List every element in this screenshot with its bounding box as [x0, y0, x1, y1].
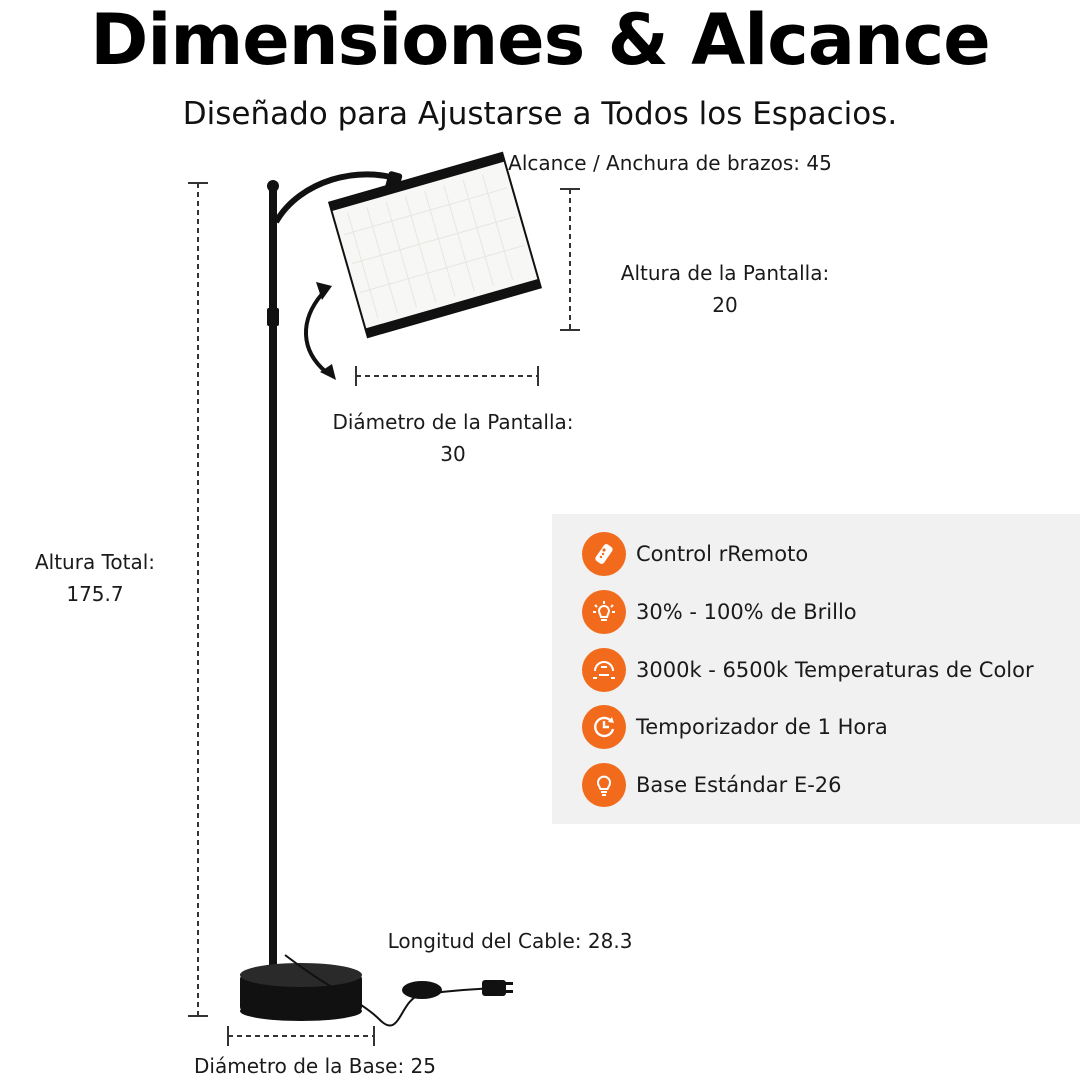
- color-temperature-icon: [582, 648, 626, 692]
- shade-diameter-label-text: Diámetro de la Pantalla:: [332, 410, 574, 434]
- brightness-icon: [582, 590, 626, 634]
- base-diameter-dimension-line: [227, 1026, 375, 1046]
- power-plug: [482, 980, 513, 996]
- timer-icon: [582, 705, 626, 749]
- total-height-dimension-line: [188, 182, 208, 1017]
- feature-label: Base Estándar E-26: [636, 773, 842, 797]
- page-title: Dimensiones & Alcance: [90, 0, 991, 81]
- shade-diameter-value: 30: [440, 442, 466, 466]
- lamp-arm: [273, 171, 402, 224]
- power-cable: [284, 954, 491, 1027]
- total-height-value: 175.7: [66, 582, 124, 606]
- total-height-label-text: Altura Total:: [34, 550, 156, 574]
- feature-item-color-temperature: 3000k - 6500k Temperaturas de Color: [582, 647, 1034, 693]
- base-diameter-label: Diámetro de la Base: 25: [194, 1054, 436, 1078]
- shade-diameter-label: Diámetro de la Pantalla: 30: [318, 407, 588, 469]
- feature-label: 30% - 100% de Brillo: [636, 600, 857, 624]
- feature-label: Control rRemoto: [636, 542, 809, 566]
- shade-diameter-dimension-line: [355, 366, 539, 386]
- shade-height-label-text: Altura de la Pantalla:: [620, 261, 830, 285]
- reach-label: Alcance / Anchura de brazos: 45: [508, 151, 832, 175]
- page-subtitle: Diseñado para Ajustarse a Todos los Espa…: [182, 96, 898, 132]
- lamp-pole: [267, 180, 279, 978]
- feature-label: 3000k - 6500k Temperaturas de Color: [636, 658, 1034, 682]
- lamp-base: [240, 963, 362, 1021]
- cable-length-label: Longitud del Cable: 28.3: [387, 929, 633, 953]
- bulb-icon: [582, 763, 626, 807]
- shade-height-label: Altura de la Pantalla: 20: [600, 258, 850, 320]
- rotation-arrow-icon: [304, 292, 328, 374]
- feature-item-bulb-base: Base Estándar E-26: [582, 762, 842, 808]
- features-panel: Control rRemoto 30% - 100% de Brillo: [552, 514, 1080, 824]
- remote-control-icon: [582, 532, 626, 576]
- shade-height-value: 20: [712, 293, 738, 317]
- feature-item-brightness: 30% - 100% de Brillo: [582, 589, 857, 635]
- foot-switch: [402, 981, 442, 999]
- feature-label: Temporizador de 1 Hora: [636, 715, 888, 739]
- lamp-shade: [327, 151, 543, 339]
- feature-item-timer: Temporizador de 1 Hora: [582, 704, 888, 750]
- shade-height-dimension-line: [560, 188, 580, 331]
- feature-item-remote: Control rRemoto: [582, 531, 808, 577]
- total-height-label: Altura Total: 175.7: [20, 547, 170, 609]
